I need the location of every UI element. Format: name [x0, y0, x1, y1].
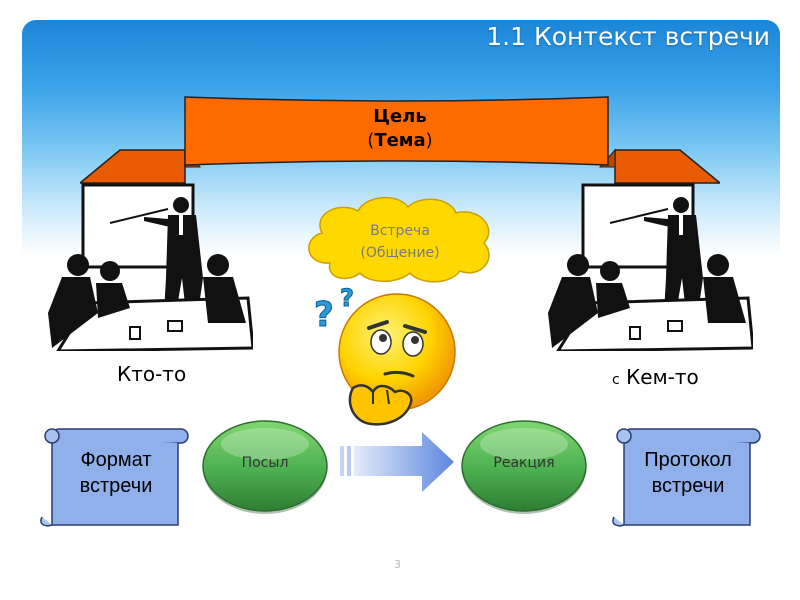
left-scroll-icon: [40, 428, 189, 527]
cloud-line1: Встреча: [370, 223, 430, 239]
slide-title: 1.1 Контекст встречи: [486, 22, 770, 51]
right-scroll-line2: встречи: [651, 475, 725, 497]
cloud-text: Встреча (Общение): [330, 220, 470, 264]
cloud-line2: (Общение): [360, 245, 440, 261]
left-scroll-line1: Формат: [80, 449, 152, 471]
send-button-icon: [202, 420, 328, 514]
question-marks-icon: ? ?: [314, 284, 355, 333]
thinking-smiley-icon: [338, 293, 456, 426]
right-meeting-scene-icon: [548, 183, 753, 351]
right-arrow-icon: [340, 432, 454, 492]
goal-banner-icon: [80, 96, 720, 184]
left-meeting-scene-icon: [48, 183, 253, 351]
right-scroll-text: Протокол встречи: [630, 447, 746, 499]
left-participant-label: Кто-то: [117, 362, 187, 386]
svg-text:?: ?: [314, 295, 334, 332]
banner-line2: (Тема): [367, 130, 433, 151]
svg-text:?: ?: [340, 284, 354, 312]
right-scroll-line1: Протокол: [644, 449, 732, 471]
page-number: 3: [394, 558, 401, 571]
banner-text: Цель (Тема): [330, 105, 470, 153]
meeting-cloud-icon: [308, 196, 490, 283]
reaction-button-icon: [461, 420, 587, 514]
right-scroll-icon: [612, 428, 761, 527]
left-scroll-line2: встречи: [79, 475, 153, 497]
banner-line1: Цель: [373, 106, 427, 127]
reaction-label: Реакция: [493, 455, 555, 471]
right-participant-label: с Кем-то: [612, 365, 699, 389]
send-label: Посыл: [241, 455, 289, 471]
left-scroll-text: Формат встречи: [58, 447, 174, 499]
